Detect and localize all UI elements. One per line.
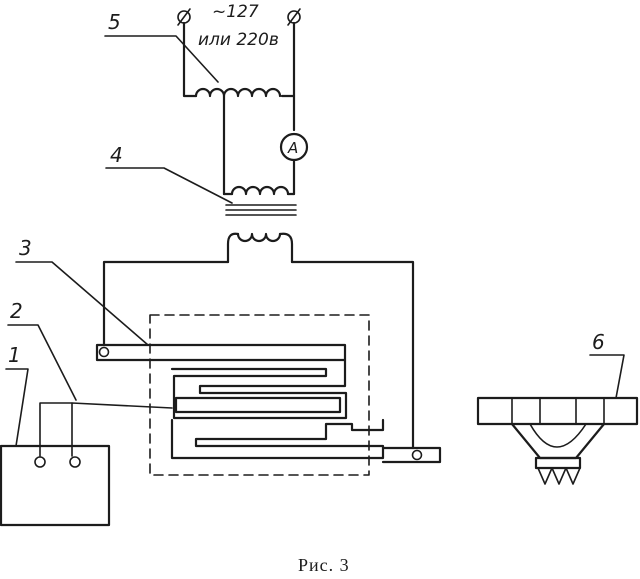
electrode-upper-3 <box>95 343 348 420</box>
label-5: 5 <box>108 10 121 34</box>
lead-2 <box>39 402 73 457</box>
workpiece-lead <box>71 402 173 457</box>
device-6 <box>476 396 639 485</box>
figure-caption: Рис. 3 <box>298 555 350 575</box>
ammeter-symbol: A <box>287 139 298 157</box>
label-3: 3 <box>19 236 32 260</box>
transformer-4 <box>222 185 297 264</box>
leader-lines <box>5 35 625 447</box>
supply-voltage-line2: или 220в <box>198 30 279 50</box>
ammeter: A <box>279 132 309 196</box>
electrode-lower <box>170 396 442 464</box>
secondary-lead-right <box>290 260 415 450</box>
dashed-enclosure <box>149 314 370 476</box>
secondary-lead-left <box>102 260 230 347</box>
supply-voltage-line1: ~127 <box>212 2 259 22</box>
power-unit-1 <box>0 444 111 527</box>
autotransformer-5 <box>182 21 296 196</box>
label-6: 6 <box>592 330 605 354</box>
label-4: 4 <box>110 143 123 167</box>
label-2: 2 <box>10 299 23 323</box>
label-1: 1 <box>8 343 21 367</box>
